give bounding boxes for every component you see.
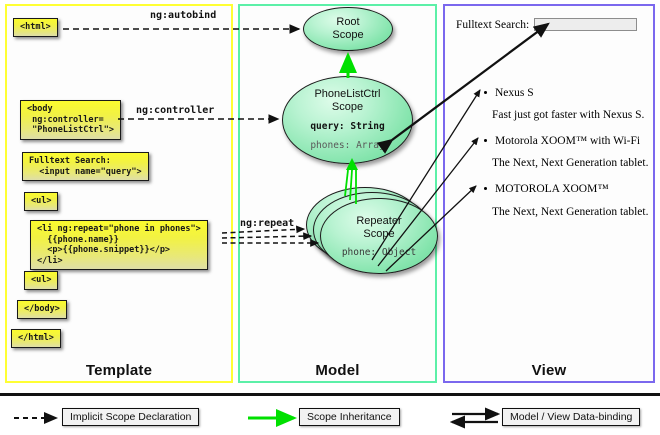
panel-label-template: Template — [85, 362, 153, 379]
repeater-scope-line2: Scope — [363, 227, 395, 240]
phonelistctrl-scope-line2: Scope — [331, 101, 364, 113]
phonelistctrl-scope-node: PhoneListCtrl Scope query: String phones… — [282, 76, 413, 164]
root-scope-line1: Root — [336, 16, 360, 28]
legend-label-scope-inheritance: Scope Inheritance — [299, 408, 400, 426]
legend-label-model-view-data-binding: Model / View Data-binding — [502, 408, 641, 426]
view-list-item-1: Nexus S — [484, 87, 534, 99]
view-list-item-2: Motorola XOOM™ with Wi-Fi — [484, 135, 640, 147]
view-list-item-1-description: Fast just got faster with Nexus S. — [492, 109, 645, 121]
edge-label-ng-repeat: ng:repeat — [240, 218, 295, 229]
repeater-scope-node: Repeater Scope phone: Object — [320, 198, 438, 274]
phonelistctrl-scope-prop-query: query: String — [310, 121, 385, 132]
edge-label-ng-autobind: ng:autobind — [150, 10, 217, 21]
bullet-dot-icon — [484, 91, 487, 94]
view-search-row: Fulltext Search: — [456, 18, 638, 31]
view-list-item-1-title: Nexus S — [495, 87, 534, 99]
root-scope-node: Root Scope — [303, 7, 393, 51]
code-box-body-open: <body ng:controller= "PhoneListCtrl"> — [20, 100, 121, 140]
code-box-ul-close: <ul> — [24, 271, 59, 290]
view-rendered-output: Fulltext Search: Nexus S Fast just got f… — [449, 9, 649, 378]
view-list-item-3-description: The Next, Next Generation tablet. — [492, 206, 649, 218]
code-box-ul-open: <ul> — [24, 192, 59, 211]
view-search-input[interactable] — [534, 18, 638, 31]
bullet-dot-icon — [484, 139, 487, 142]
view-list-item-2-description: The Next, Next Generation tablet. — [492, 157, 649, 169]
code-box-html-close: </html> — [11, 329, 61, 348]
phonelistctrl-scope-line1: PhoneListCtrl — [314, 88, 381, 100]
code-box-body-close: </body> — [17, 300, 67, 319]
phonelistctrl-scope-prop-phones: phones: Array — [310, 140, 385, 151]
legend-separator — [0, 393, 660, 396]
view-list-item-3: MOTOROLA XOOM™ — [484, 183, 609, 195]
code-box-html-open: <html> — [13, 18, 58, 37]
code-box-search-input: Fulltext Search: <input name="query"> — [22, 152, 149, 181]
code-box-li-repeat: <li ng:repeat="phone in phones"> {{phone… — [30, 220, 208, 270]
repeater-scope-line1: Repeater — [356, 214, 402, 227]
panel-label-model: Model — [315, 362, 360, 379]
edge-label-ng-controller: ng:controller — [136, 105, 215, 116]
view-search-label: Fulltext Search: — [456, 18, 530, 31]
bullet-dot-icon — [484, 187, 487, 190]
view-list-item-2-title: Motorola XOOM™ with Wi-Fi — [495, 135, 641, 147]
panel-label-view: View — [531, 362, 567, 379]
root-scope-line2: Scope — [332, 29, 364, 41]
legend: Implicit Scope Declaration Scope Inherit… — [0, 400, 660, 435]
repeater-scope-prop-phone: phone: Object — [341, 246, 417, 258]
legend-label-implicit-scope-declaration: Implicit Scope Declaration — [62, 408, 200, 426]
view-list-item-3-title: MOTOROLA XOOM™ — [495, 183, 609, 195]
